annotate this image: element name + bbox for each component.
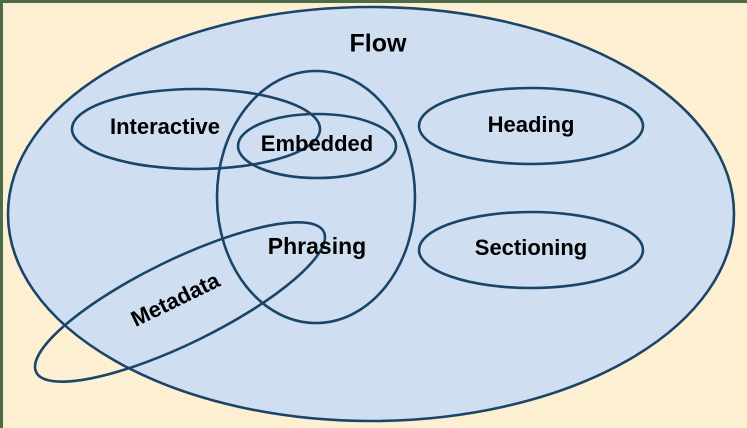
set-ellipse-phrasing[interactable] xyxy=(215,69,417,325)
set-ellipse-flow[interactable] xyxy=(6,5,736,423)
set-label-phrasing: Phrasing xyxy=(268,233,366,259)
set-ellipse-embedded[interactable] xyxy=(236,112,398,180)
set-label-heading: Heading xyxy=(488,112,575,137)
set-label-embedded: Embedded xyxy=(261,131,373,156)
set-ellipse-interactive[interactable] xyxy=(70,87,322,171)
set-label-interactive: Interactive xyxy=(110,114,220,139)
set-ellipse-sectioning[interactable] xyxy=(417,210,645,290)
set-label-sectioning: Sectioning xyxy=(475,235,587,260)
set-ellipse-heading[interactable] xyxy=(417,86,645,166)
set-label-flow: Flow xyxy=(350,30,407,58)
set-ellipse-metadata[interactable] xyxy=(18,194,342,410)
